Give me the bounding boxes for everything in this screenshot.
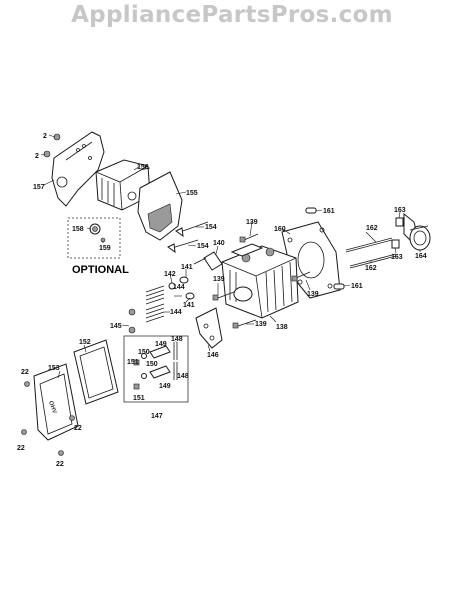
callout-161: 161 [323, 208, 335, 215]
spark-arrester-part[interactable] [89, 223, 101, 235]
callout-labels: 2 2 156 157 155 158 159 139 160 161 162 … [17, 133, 427, 468]
head-bolt-139d[interactable] [232, 319, 257, 329]
rocker-arm-149a[interactable] [149, 345, 171, 359]
rocker-arm-149b[interactable] [149, 365, 171, 379]
callout-2: 2 [43, 133, 47, 140]
cover-bolt-22b[interactable] [69, 415, 75, 421]
lifter-163a[interactable] [395, 217, 404, 227]
callout-22: 22 [21, 369, 29, 376]
cylinder-head-part[interactable] [221, 243, 299, 319]
dowel-pin-161b[interactable] [333, 283, 345, 290]
callout-148: 148 [177, 373, 189, 380]
pivot-nut-151a[interactable] [133, 359, 140, 366]
optional-kit-box [67, 217, 121, 259]
valve-cover-part[interactable]: OHV [33, 363, 79, 441]
callout-140: 140 [213, 240, 225, 247]
cover-bolt-22c[interactable] [21, 429, 27, 435]
push-rod-162b[interactable] [349, 253, 397, 269]
screw-2a[interactable] [53, 133, 61, 141]
head-bolt-139b[interactable] [212, 291, 235, 301]
callout-149: 149 [155, 341, 167, 348]
callout-22: 22 [17, 445, 25, 452]
spark-plug-part[interactable] [193, 251, 223, 271]
valve-collet-145a[interactable] [128, 308, 136, 316]
lifter-163b[interactable] [391, 239, 400, 249]
callout-164: 164 [415, 253, 427, 260]
callout-141: 141 [181, 264, 193, 271]
callout-159: 159 [99, 245, 111, 252]
optional-label: OPTIONAL [72, 264, 129, 276]
dowel-pin-161a[interactable] [305, 207, 317, 214]
callout-144: 144 [170, 309, 182, 316]
callout-138: 138 [276, 324, 288, 331]
callout-147: 147 [151, 413, 163, 420]
callout-152: 152 [79, 339, 91, 346]
callout-157: 157 [33, 184, 45, 191]
callout-146: 146 [207, 352, 219, 359]
callout-160: 160 [274, 226, 286, 233]
callout-142: 142 [164, 271, 176, 278]
callout-2: 2 [35, 153, 39, 160]
valve-retainer-141a[interactable] [179, 276, 189, 284]
leader-lines [40, 134, 421, 379]
pivot-ball-150a[interactable] [141, 353, 147, 359]
site-watermark: AppliancePartsPros.com [71, 2, 393, 28]
rocker-bracket-part[interactable] [195, 307, 223, 349]
callout-158: 158 [72, 226, 84, 233]
callout-150: 150 [146, 361, 158, 368]
svg-text:OHV: OHV [47, 400, 57, 414]
callout-139: 139 [246, 219, 258, 226]
callout-144: 144 [173, 284, 185, 291]
pivot-nut-151b[interactable] [133, 383, 140, 390]
valve-collet-145b[interactable] [128, 326, 136, 334]
callout-162: 162 [365, 265, 377, 272]
valve-154b[interactable] [167, 239, 199, 254]
cover-bolt-22d[interactable] [58, 450, 64, 456]
callout-139: 139 [213, 276, 225, 283]
callout-161: 161 [351, 283, 363, 290]
callout-151: 151 [127, 359, 139, 366]
valve-spring-144a[interactable] [145, 285, 165, 305]
callout-154: 154 [197, 243, 209, 250]
callout-154: 154 [205, 224, 217, 231]
callout-163: 163 [394, 207, 406, 214]
callout-153: 153 [48, 365, 60, 372]
head-bolt-139a[interactable] [239, 233, 259, 243]
callout-141: 141 [183, 302, 195, 309]
valve-spring-144b[interactable] [145, 303, 165, 323]
rocker-stud-148b[interactable] [173, 362, 178, 380]
callout-139: 139 [307, 291, 319, 298]
valve-154a[interactable] [175, 221, 209, 238]
muffler-shield-part[interactable] [137, 171, 183, 241]
camshaft-part[interactable] [403, 212, 431, 251]
pivot-ball-150b[interactable] [141, 373, 147, 379]
cover-bolt-22a[interactable] [24, 381, 30, 387]
callout-22: 22 [56, 461, 64, 468]
valve-cover-gasket-part[interactable] [73, 339, 119, 405]
rocker-kit-box [123, 335, 189, 403]
callout-162: 162 [366, 225, 378, 232]
callout-155: 155 [186, 190, 198, 197]
callout-163: 163 [391, 254, 403, 261]
valve-retainer-141b[interactable] [185, 292, 195, 300]
callout-156: 156 [137, 164, 149, 171]
callout-151: 151 [133, 395, 145, 402]
rocker-stud-148a[interactable] [173, 342, 178, 360]
callout-22: 22 [74, 425, 82, 432]
head-bolt-139c[interactable] [291, 271, 311, 282]
callout-148: 148 [171, 336, 183, 343]
push-rod-162a[interactable] [345, 237, 393, 253]
heat-shield-part[interactable] [51, 131, 105, 207]
callout-150: 150 [138, 349, 150, 356]
callout-149: 149 [159, 383, 171, 390]
callout-145: 145 [110, 323, 122, 330]
callout-139: 139 [255, 321, 267, 328]
